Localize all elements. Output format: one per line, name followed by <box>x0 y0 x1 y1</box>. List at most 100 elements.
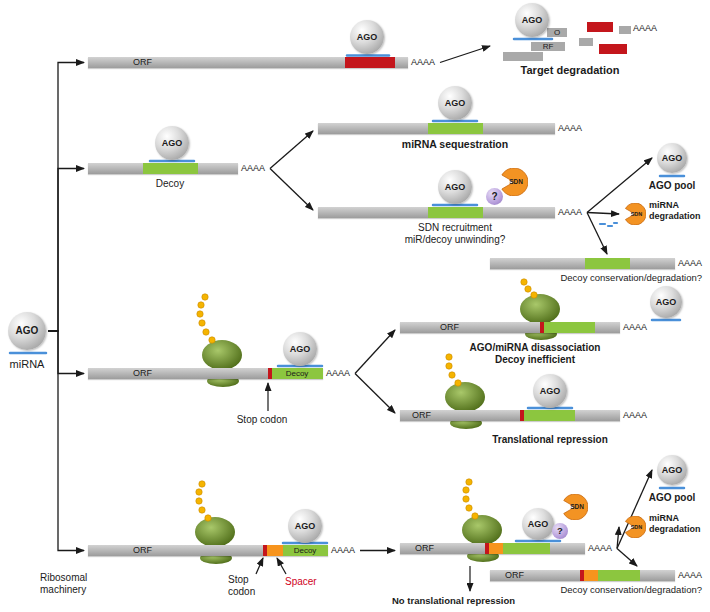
degraded-mirna <box>608 225 612 227</box>
ago-protein: AGOAGO pool <box>657 455 687 485</box>
flow-arrow <box>48 63 84 332</box>
node-label: Decoy conservation/degradation? <box>560 272 702 283</box>
node-label: AGO <box>657 455 687 485</box>
leader-arrow <box>277 558 286 574</box>
mirna-strand <box>433 120 477 123</box>
ago-protein: AGOAGO pool <box>657 143 687 173</box>
node-label: AAAA <box>623 322 647 333</box>
annotation-label: No translational repression <box>392 595 515 606</box>
node-label: miRNA sequestration <box>402 138 508 151</box>
node-label: AAAA <box>411 57 435 68</box>
sdn-nuclease: SDN <box>500 168 528 196</box>
degraded-mirna <box>600 223 605 225</box>
node-label: ORF <box>412 410 431 421</box>
flow-arrow <box>360 550 395 551</box>
mirna-strand <box>514 38 552 41</box>
node-label: ORF <box>415 543 434 554</box>
node-label: AGO/miRNA disassociation Decoy inefficie… <box>460 342 610 366</box>
node-label: Decoy conservation/degradation? <box>560 584 702 595</box>
peptide-bead <box>463 496 469 502</box>
sdn-nuclease: SDNmiRNA degradation <box>624 516 646 538</box>
ago-protein: AGO <box>288 509 322 543</box>
node-label: AAAA <box>633 23 657 34</box>
peptide-bead <box>466 479 472 485</box>
mrna-transcript: ORFAAAATranslational repression <box>400 410 647 421</box>
rna-fragment <box>579 38 593 46</box>
flow-arrow <box>48 169 84 332</box>
node-label: AGO <box>522 508 554 540</box>
node-label: AGO <box>657 143 687 173</box>
mrna-strand <box>400 410 620 421</box>
mrna-strand <box>490 258 675 269</box>
node-label: RF <box>543 41 554 52</box>
annotation-label: Ribosomal machinery <box>40 572 102 596</box>
flow-arrow <box>270 169 313 211</box>
sequence-segment <box>585 258 630 269</box>
unknown-factor: ? <box>552 523 568 539</box>
leader-arrow <box>256 558 263 574</box>
flow-arrow <box>617 549 637 567</box>
sdn-nuclease: SDN <box>562 494 588 520</box>
ribosome-large-subunit <box>520 294 560 324</box>
flow-arrow <box>587 213 607 255</box>
node-label: Target degradation <box>521 64 620 77</box>
node-label: AGO pool <box>649 492 696 504</box>
ago-protein: AGO <box>155 126 189 160</box>
ago-protein: AGO <box>438 170 472 204</box>
node-label: AGO <box>283 332 317 366</box>
rna-fragment <box>599 44 627 54</box>
peptide-bead <box>525 286 531 292</box>
leader-arrow <box>267 383 268 411</box>
ago-protein: AGO <box>515 3 549 37</box>
flow-arrow <box>617 470 652 549</box>
annotation-label: Stop codon <box>237 414 288 426</box>
peptide-bead <box>531 292 537 298</box>
node-label: AGO <box>438 86 472 120</box>
sequence-segment <box>428 123 483 134</box>
mirna-strand <box>150 160 194 163</box>
ribosome-large-subunit <box>195 517 235 547</box>
ago-protein: AGO <box>522 508 554 540</box>
mirna-strand <box>660 487 684 490</box>
mirna-strand <box>10 352 46 355</box>
node-label: AGO <box>438 170 472 204</box>
mrna-transcript: ORFAAAA <box>400 543 612 554</box>
annotation-label: Spacer <box>285 576 317 588</box>
ago-protein: AGOmiRNA <box>8 312 46 350</box>
node-label: AAAA <box>558 123 582 134</box>
node-label: AGO <box>155 126 189 160</box>
peptide-bead <box>199 507 205 513</box>
mirna-strand <box>652 319 680 322</box>
node-label: AAAA <box>558 207 582 218</box>
mrna-transcript: ORFAAAA <box>88 57 435 68</box>
node-label: AAAA <box>241 163 265 174</box>
node-label: ? <box>486 188 503 205</box>
sequence-segment <box>345 57 395 68</box>
degraded-mirna <box>614 222 617 224</box>
node-label: ORF <box>133 368 152 379</box>
peptide-bead <box>198 302 204 308</box>
rna-fragment <box>503 52 543 61</box>
peptide-bead <box>196 489 202 495</box>
flow-arrow <box>270 131 313 169</box>
ago-protein: AGO <box>533 374 567 408</box>
node-label: AGO <box>533 374 567 408</box>
peptide-bead <box>203 329 209 335</box>
unknown-factor: ? <box>486 188 503 205</box>
node-label: ORF <box>133 545 152 556</box>
peptide-bead <box>446 354 452 360</box>
node-label: AGO <box>288 509 322 543</box>
sdn-nuclease: SDNmiRNA degradation <box>624 203 646 225</box>
ago-protein: AGO <box>650 286 682 318</box>
node-label: ORF <box>440 322 459 333</box>
flow-arrow <box>617 527 619 549</box>
flow-arrow <box>48 331 84 374</box>
flow-arrow <box>587 158 652 213</box>
peptide-bead <box>463 487 469 493</box>
node-label: Decoy <box>156 178 184 190</box>
node-label: SDN <box>500 168 528 196</box>
peptide-bead <box>449 372 455 378</box>
sequence-segment <box>584 570 598 581</box>
ago-protein: AGO <box>350 20 384 54</box>
